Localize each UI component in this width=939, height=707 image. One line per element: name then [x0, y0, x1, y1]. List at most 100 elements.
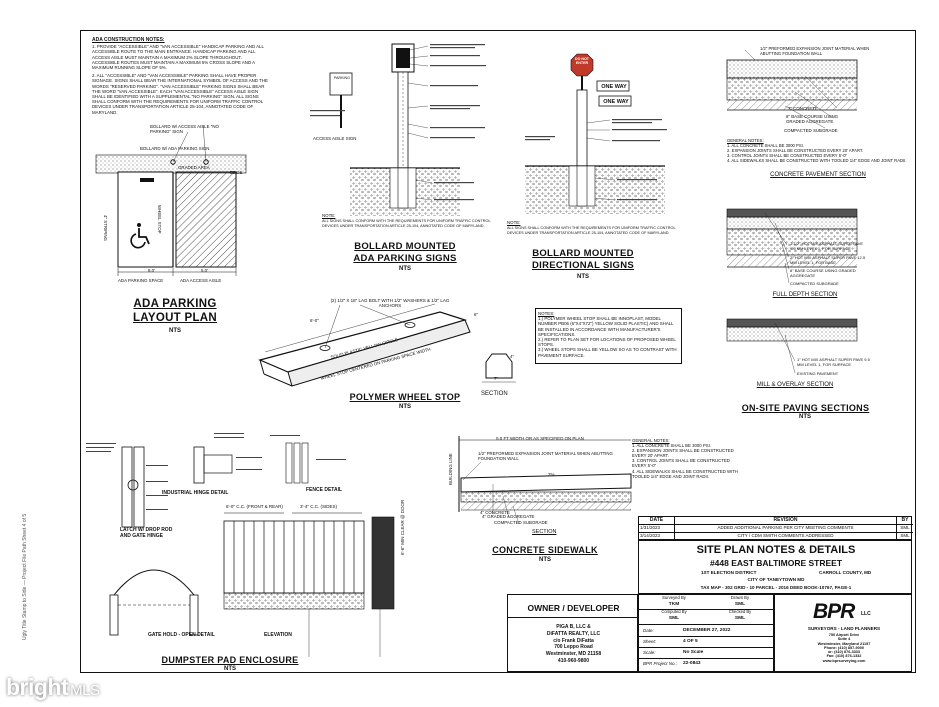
bollard-ada-title-line1: BOLLARD MOUNTED — [354, 241, 456, 252]
sign-do-not-enter: DO NOT ENTER — [575, 57, 589, 65]
sidewalk-agg: 4" GRADED AGGREGATE — [482, 514, 535, 519]
wheel-stop-bolt-label: (2) 1/2" X 18" LAG BOLT WITH 1/2" WASHER… — [330, 298, 450, 309]
sidewalk-bldg-label: BUILDING LINE — [448, 453, 453, 485]
wheel-stop-note-3: 3.) WHEEL STOPS SHALL BE YELLOW SO AS TO… — [538, 347, 677, 358]
owner-line-3: c/o Frank DiFatta — [553, 637, 594, 644]
project-no: 22-0843 — [683, 661, 701, 666]
label-graded-area: GRADED AREA — [178, 165, 210, 170]
paving-gn-4: 4. ALL SIDEWALKS SHALL BE CONSTRUCTED WI… — [727, 158, 907, 163]
label-striping: 4" STRIPING — [103, 215, 108, 241]
firm-phone: Phone: (410) 857-9000 — [824, 645, 864, 650]
scale-value: No Scale — [683, 650, 704, 655]
paving-gn-3: 3. CONTROL JOINTS SHALL BE CONSTRUCTED E… — [727, 153, 848, 158]
aisle-sign-text: PARKING — [334, 76, 350, 80]
rev-header-date: DATE — [639, 517, 675, 525]
surveyed-by-label: Surveyed By — [662, 595, 686, 600]
dim-space-width: 8.0' — [148, 268, 155, 273]
owner-line-4: 700 Leppo Road — [554, 644, 593, 651]
concrete-pavement-title: CONCRETE PAVEMENT SECTION — [770, 172, 866, 178]
firm-fax-1: or: (410) 876-3333 — [827, 650, 861, 655]
rev-header-by: BY — [897, 517, 913, 525]
surveyed-by: TKM — [668, 602, 680, 607]
dumpster-title: DUMPSTER PAD ENCLOSURE — [161, 655, 299, 665]
bollard-dir-note-label: NOTE: — [507, 220, 521, 225]
wheel-stop-notes-label: NOTES: — [538, 311, 555, 316]
checked-by-label: Checked By — [728, 609, 752, 614]
sheet-info-block: Surveyed By Drawn By TKM SML Computed By… — [638, 594, 775, 672]
concrete-pavement-drawing — [726, 49, 858, 129]
concrete-joint-label: 1/2" PREFORMED EXPANSION JOINT MATERIAL … — [760, 46, 870, 56]
sign-one-way-2: ONE WAY — [603, 99, 629, 105]
rev-row-2-date: 3/14/2023 — [639, 533, 675, 541]
dim-sides: 3'-4" C.C. (SIDES) — [300, 504, 337, 509]
dim-door-clear: 6'-6" MIN CLEAR @ DOOR — [400, 499, 405, 555]
access-aisle-sign-caption: ACCESS AISLE SIGN — [313, 136, 357, 141]
mill-overlay-drawing — [726, 318, 858, 374]
full-depth-drawing — [726, 208, 858, 284]
label-ada-aisle: ADA ACCESS AISLE — [180, 278, 222, 283]
rev-row-1-date: 1/31/2023 — [639, 525, 675, 533]
ada-construction-notes: ADA CONSTRUCTION NOTES: 1. PROVIDE "ACCE… — [92, 37, 270, 115]
sheet-address: #448 EAST BALTIMORE STREET — [709, 558, 843, 568]
owner-line-5: Westminster, MD 21158 — [545, 651, 602, 658]
firm-block: BPR LLC SURVEYORS - LAND PLANNERS 750 Ai… — [774, 594, 912, 672]
wheel-stop-nts: NTS — [399, 404, 411, 410]
side-stamp-text: Ugly Title Stamp to Side — Project File … — [22, 513, 28, 640]
sidewalk-nts: NTS — [539, 557, 551, 563]
bollard-ada-title: BOLLARD MOUNTED ADA PARKING SIGNS — [345, 241, 465, 264]
bollard-ada-title-line2: ADA PARKING SIGNS — [353, 252, 457, 264]
sheet-title: SITE PLAN NOTES & DETAILS — [696, 544, 856, 556]
paving-sections-title: ON-SITE PAVING SECTIONS — [741, 403, 870, 413]
firm-llc: LLC — [861, 611, 871, 617]
bollard-ada-nts: NTS — [399, 266, 411, 272]
paving-general-notes: GENERAL NOTES: 1. ALL CONCRETE SHALL BE … — [727, 138, 912, 163]
election-district: 1ST ELECTION DISTRICT — [701, 570, 757, 575]
ada-note-1: 1. PROVIDE "ACCESSIBLE" AND "VAN ACCESSI… — [92, 44, 264, 71]
firm-logo: BPR — [813, 600, 855, 623]
fd-layer-4: COMPACTED SUBGRADE — [790, 281, 839, 286]
owner-heading: OWNER / DEVELOPER — [527, 603, 620, 613]
wheel-stop-note-1: 1.) POLYMER WHEEL STOP SHALL BE INNOPLAS… — [538, 316, 674, 337]
dumpster-nts: NTS — [224, 666, 236, 672]
fd-layer-2: 2" HOT MIX ASPHALT SUPER PAVE 12.5 MM LE… — [790, 255, 866, 265]
owner-details: PIGA B, LLC & DiFATTA REALTY, LLC c/o Fr… — [508, 624, 639, 665]
sidewalk-gn-1: 1. ALL CONCRETE SHALL BE 3000 PSI. — [632, 443, 711, 449]
date-label: Date: — [643, 628, 654, 633]
ada-layout-drawing — [95, 124, 247, 276]
wheel-stop-length: 6'-0" — [310, 318, 319, 323]
ada-layout-title: ADA PARKING LAYOUT PLAN — [110, 297, 240, 325]
rev-row-1-text: ADDED ADDITIONAL PARKING PER CITY MEETIN… — [675, 525, 897, 533]
rev-row-2-text: CITY / CDM SMITH COMMENTS ADDRESSED — [675, 533, 897, 541]
industrial-hinge-label: INDUSTRIAL HINGE DETAIL — [162, 490, 229, 496]
sidewalk-slope: 2% — [548, 472, 555, 477]
fd-layer-1: 1-1/2" HOT MIX ASPHALT SUPER PAVE 9.5 MM… — [790, 241, 864, 251]
latch-detail-label: LATCH W/ DROP ROD AND GATE HINGE — [120, 527, 173, 539]
sidewalk-conc: 4" CONCRETE — [480, 510, 510, 515]
mo-layer-2: EXISTING PAVEMENT — [797, 371, 839, 376]
firm-fax-2: Fax: (410) 876-1332 — [826, 654, 862, 659]
ada-notes-heading: ADA CONSTRUCTION NOTES: — [92, 37, 165, 43]
firm-addr-1: 750 Airport Drive — [828, 633, 860, 637]
owner-block: OWNER / DEVELOPER PIGA B, LLC & DiFATTA … — [507, 594, 639, 672]
watermark-brand: bright — [6, 674, 69, 700]
bollard-dir-title: BOLLARD MOUNTED DIRECTIONAL SIGNS — [523, 248, 643, 271]
concrete-layer-3: COMPACTED SUBGRADE — [784, 128, 838, 133]
bollard-directional-drawing — [525, 53, 667, 214]
sidewalk-sub: COMPACTED SUBGRADE — [494, 520, 548, 525]
handicap-symbol-icon — [130, 223, 150, 249]
concrete-layer-1: 7" CONCRETE — [788, 106, 818, 111]
wheel-stop-height: 6" — [474, 312, 479, 317]
date-value: DECEMBER 27, 2022 — [683, 628, 731, 633]
owner-line-1: PIGA B, LLC & — [556, 624, 591, 630]
project-no-label: BPR Project No.: — [643, 661, 678, 666]
gate-hold-label: GATE HOLD - OPEN DETAIL — [148, 632, 215, 638]
ada-layout-nts: NTS — [169, 328, 181, 334]
tax-map: TAX MAP - 302 GRID - 10 PARCEL - 2016 DE… — [700, 585, 852, 590]
sidewalk-drawing — [458, 436, 632, 525]
sidewalk-joint-label: 1/2" PREFORMED EXPANSION JOINT MATERIAL … — [478, 451, 613, 461]
bollard-dir-title-line2: DIRECTIONAL SIGNS — [531, 259, 635, 271]
sheet-value: 4 OF 5 — [683, 639, 698, 644]
bollard-ada-drawing — [310, 43, 486, 216]
firm-web: www.bprsurveying.com — [822, 658, 866, 663]
